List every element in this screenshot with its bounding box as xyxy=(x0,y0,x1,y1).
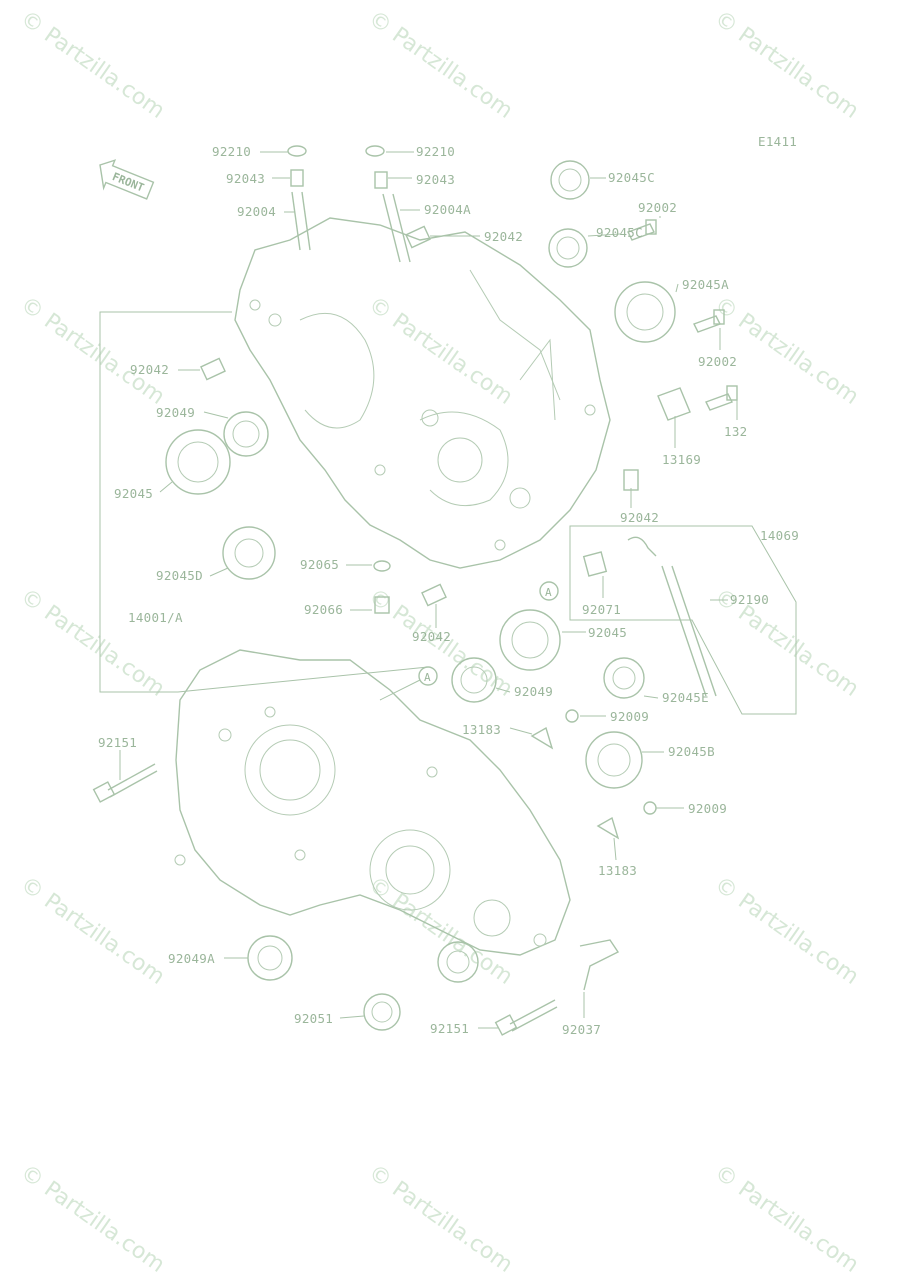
bracket-14001A xyxy=(99,311,232,693)
callout-a2: A xyxy=(424,671,431,684)
label-14001A: 14001/A xyxy=(128,610,183,625)
seal-92051-icon xyxy=(363,993,401,1031)
bearing-92045-left-icon xyxy=(165,429,231,495)
front-arrow-icon: FRONT xyxy=(99,159,155,200)
callout-a2-icon: A xyxy=(418,666,438,686)
label-92009-top: 92009 xyxy=(610,709,649,724)
grommet-92071-icon xyxy=(582,551,608,577)
label-92210-right: 92210 xyxy=(416,144,455,159)
label-92049A: 92049A xyxy=(168,951,215,966)
plug-92066-icon xyxy=(374,596,390,614)
label-92066: 92066 xyxy=(304,602,343,617)
bolt-92002-top-icon xyxy=(627,219,657,241)
callout-a1-icon: A xyxy=(539,581,559,601)
bearing-92045A-icon xyxy=(614,281,676,343)
diagram-code: E1411 xyxy=(758,134,797,149)
label-92071: 92071 xyxy=(582,602,621,617)
bolt-92151-left-icon xyxy=(92,763,158,803)
label-92045D: 92045D xyxy=(156,568,203,583)
label-92151-bot: 92151 xyxy=(430,1021,469,1036)
label-92065: 92065 xyxy=(300,557,339,572)
label-92037: 92037 xyxy=(562,1022,601,1037)
label-92151-left: 92151 xyxy=(98,735,137,750)
label-92042-right: 92042 xyxy=(620,510,659,525)
bracket-14069 xyxy=(569,525,797,715)
clamp-13183-right-icon xyxy=(596,816,620,840)
seal-92049-left-icon xyxy=(223,411,269,457)
label-92045C-top: 92045C xyxy=(608,170,655,185)
upper-crankcase-half xyxy=(234,217,611,569)
label-13183-left: 13183 xyxy=(462,722,501,737)
screw-92009-top-icon xyxy=(565,709,579,723)
seal-lower-small-icon xyxy=(437,941,479,983)
label-92049-mid: 92049 xyxy=(514,684,553,699)
label-92042-left: 92042 xyxy=(130,362,169,377)
dowel-92042-mid-icon xyxy=(421,583,447,607)
label-92009-bot: 92009 xyxy=(688,801,727,816)
bolt-92002-mid-icon xyxy=(693,309,725,333)
bearing-92045-mid-icon xyxy=(499,609,561,671)
callout-a1: A xyxy=(545,586,552,599)
label-92045B: 92045B xyxy=(668,744,715,759)
label-92042-top: 92042 xyxy=(484,229,523,244)
lower-crankcase-half xyxy=(174,649,571,956)
leader-lines xyxy=(119,151,738,1029)
stud-92004-icon xyxy=(287,145,311,251)
dowel-92042-top-icon xyxy=(405,225,431,249)
label-92045A: 92045A xyxy=(682,277,729,292)
bracket-92037-icon xyxy=(579,939,620,991)
bearing-92045C-top-icon xyxy=(550,160,590,200)
seal-92049A-icon xyxy=(247,935,293,981)
bearing-92045E-icon xyxy=(603,657,645,699)
label-92045-mid: 92045 xyxy=(588,625,627,640)
label-92043-right: 92043 xyxy=(416,172,455,187)
label-13169: 13169 xyxy=(662,452,701,467)
bearing-92045D-icon xyxy=(222,526,276,580)
label-92004A: 92004A xyxy=(424,202,471,217)
breather-hose-92190-icon xyxy=(661,565,717,697)
label-92190: 92190 xyxy=(730,592,769,607)
bearing-92045B-icon xyxy=(585,731,643,789)
bearing-92045C-mid-icon xyxy=(548,228,588,268)
plate-13169-icon xyxy=(657,387,691,421)
clamp-13183-left-icon xyxy=(530,726,554,750)
label-14069: 14069 xyxy=(760,528,799,543)
dowel-92042-left-icon xyxy=(200,357,226,381)
bolt-92151-bot-icon xyxy=(494,999,558,1036)
nozzle-92065-icon xyxy=(373,560,391,572)
stud-92004A-icon xyxy=(365,145,411,263)
breather-elbow-icon xyxy=(627,536,657,557)
label-13183-right: 13183 xyxy=(598,863,637,878)
label-92042-mid: 92042 xyxy=(412,629,451,644)
label-92045E: 92045E xyxy=(662,690,709,705)
label-92051: 92051 xyxy=(294,1011,333,1026)
label-92045C-mid: 92045C xyxy=(596,225,643,240)
label-92004: 92004 xyxy=(237,204,276,219)
seal-92049-mid-icon xyxy=(451,657,497,703)
screw-92009-bot-icon xyxy=(643,801,657,815)
label-92002-top: 92002 xyxy=(638,200,677,215)
label-132: 132 xyxy=(724,424,747,439)
bolt-132-icon xyxy=(705,385,738,411)
dowel-92042-right-icon xyxy=(623,469,639,491)
label-92049-left: 92049 xyxy=(156,405,195,420)
label-92210-left: 92210 xyxy=(212,144,251,159)
crankcase-exploded-diagram: E1411 FRONT xyxy=(92,134,799,1037)
label-92045-left: 92045 xyxy=(114,486,153,501)
label-92043-left: 92043 xyxy=(226,171,265,186)
label-92002-mid: 92002 xyxy=(698,354,737,369)
